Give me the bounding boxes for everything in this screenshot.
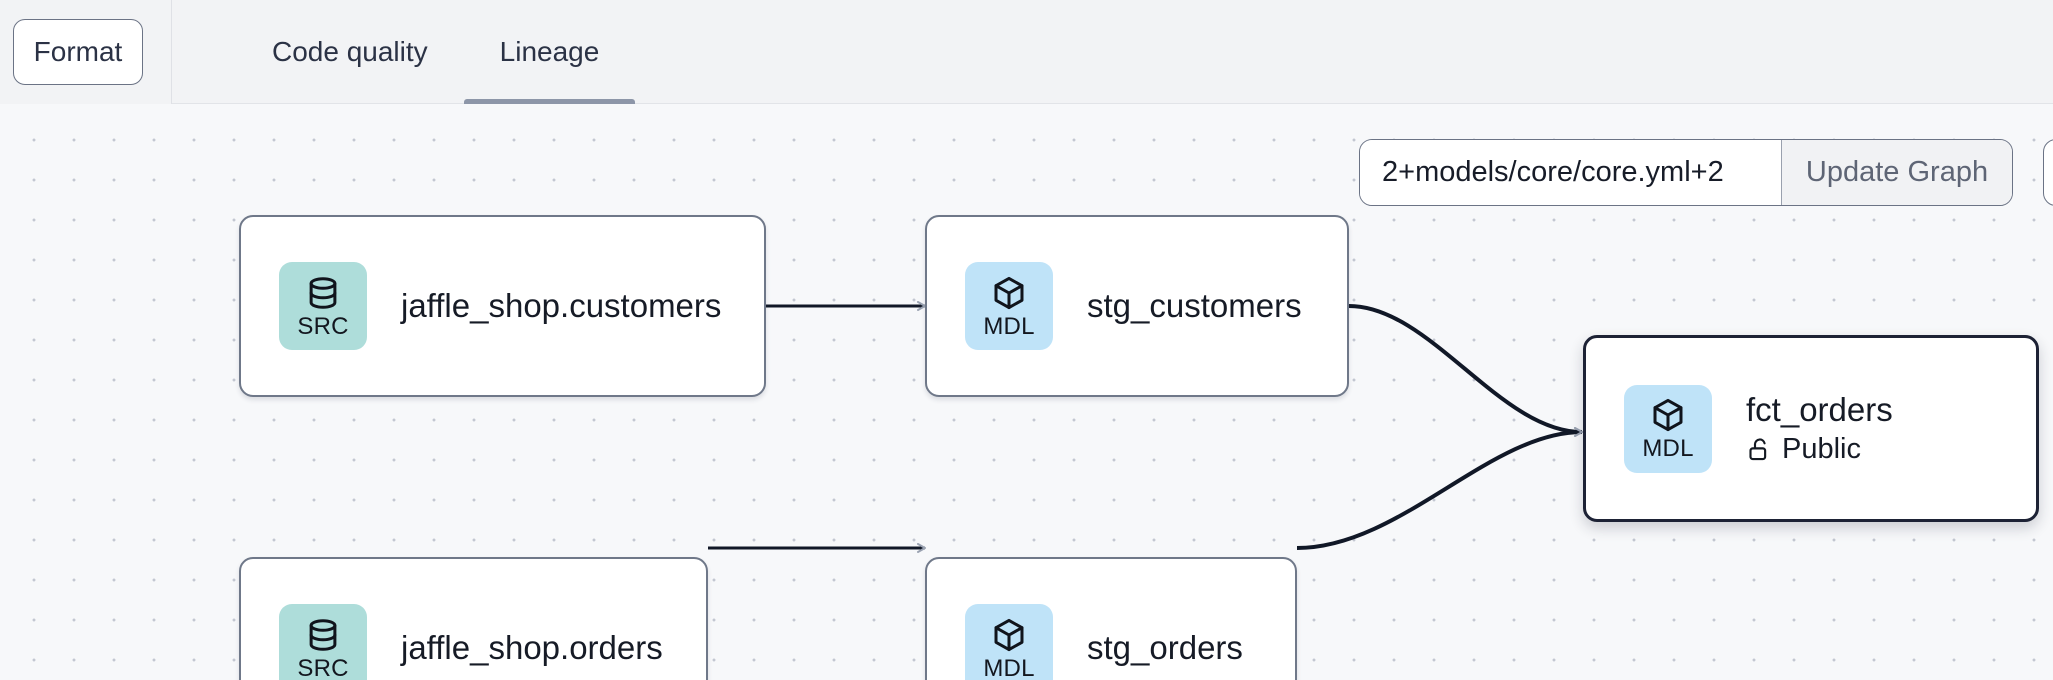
tab-code-quality[interactable]: Code quality <box>236 0 464 104</box>
format-button-zone: Format <box>0 0 172 104</box>
node-title: stg_orders <box>1087 628 1243 666</box>
node-selector-bar: Update Graph <box>1359 139 2013 206</box>
node-title: jaffle_shop.orders <box>401 628 663 666</box>
graph-side-control[interactable] <box>2043 139 2053 206</box>
node-badge-label: MDL <box>983 312 1035 340</box>
edge-stg-orders-fct-orders <box>1296 427 1583 550</box>
tab-code-quality-label: Code quality <box>272 35 428 67</box>
cube-icon <box>994 276 1024 309</box>
node-title: jaffle_shop.customers <box>401 286 722 324</box>
node-text: jaffle_shop.customers <box>401 287 721 326</box>
lineage-node-src-customers[interactable]: SRC jaffle_shop.customers <box>239 215 766 397</box>
node-visibility-label: Public <box>1782 433 1861 466</box>
toolbar: Format Code quality Lineage <box>0 0 2053 104</box>
format-button[interactable]: Format <box>13 18 143 85</box>
cube-icon <box>1653 398 1683 432</box>
lineage-node-stg-orders[interactable]: MDL stg_orders <box>925 557 1297 680</box>
node-visibility: Public <box>1746 433 1893 466</box>
node-badge-src: SRC <box>279 262 367 350</box>
node-text: stg_orders <box>1087 629 1243 668</box>
cube-icon <box>994 618 1024 651</box>
tab-lineage[interactable]: Lineage <box>463 0 636 104</box>
node-badge-src: SRC <box>279 604 367 680</box>
node-badge-label: MDL <box>1642 435 1694 462</box>
node-badge-label: MDL <box>983 654 1035 680</box>
node-badge-mdl: MDL <box>965 262 1053 350</box>
node-selector-input[interactable] <box>1360 140 1781 205</box>
lineage-canvas[interactable]: SRC jaffle_shop.customers MDL stg_custom… <box>0 104 2053 680</box>
node-text: stg_customers <box>1087 287 1302 326</box>
node-badge-mdl: MDL <box>965 604 1053 680</box>
database-icon <box>309 618 337 651</box>
database-icon <box>309 276 337 309</box>
tab-bar: Code quality Lineage <box>172 0 636 104</box>
node-text: jaffle_shop.orders <box>401 629 663 668</box>
node-title: stg_customers <box>1087 286 1302 324</box>
unlock-icon <box>1749 438 1767 461</box>
node-badge-label: SRC <box>297 312 349 340</box>
lineage-edges <box>708 301 1583 553</box>
edge-stg-customers-fct-orders <box>1348 304 1583 437</box>
lineage-node-src-orders[interactable]: SRC jaffle_shop.orders <box>239 557 708 680</box>
lineage-node-fct-orders[interactable]: MDL fct_orders Public <box>1583 335 2039 522</box>
tab-lineage-label: Lineage <box>499 35 600 67</box>
node-title: fct_orders <box>1746 390 1893 428</box>
node-badge-mdl: MDL <box>1624 384 1712 473</box>
node-badge-label: SRC <box>297 654 349 680</box>
node-text: fct_orders Public <box>1746 391 1893 467</box>
tab-active-underline <box>463 98 636 104</box>
lineage-node-stg-customers[interactable]: MDL stg_customers <box>925 215 1349 397</box>
update-graph-button[interactable]: Update Graph <box>1781 140 2012 205</box>
